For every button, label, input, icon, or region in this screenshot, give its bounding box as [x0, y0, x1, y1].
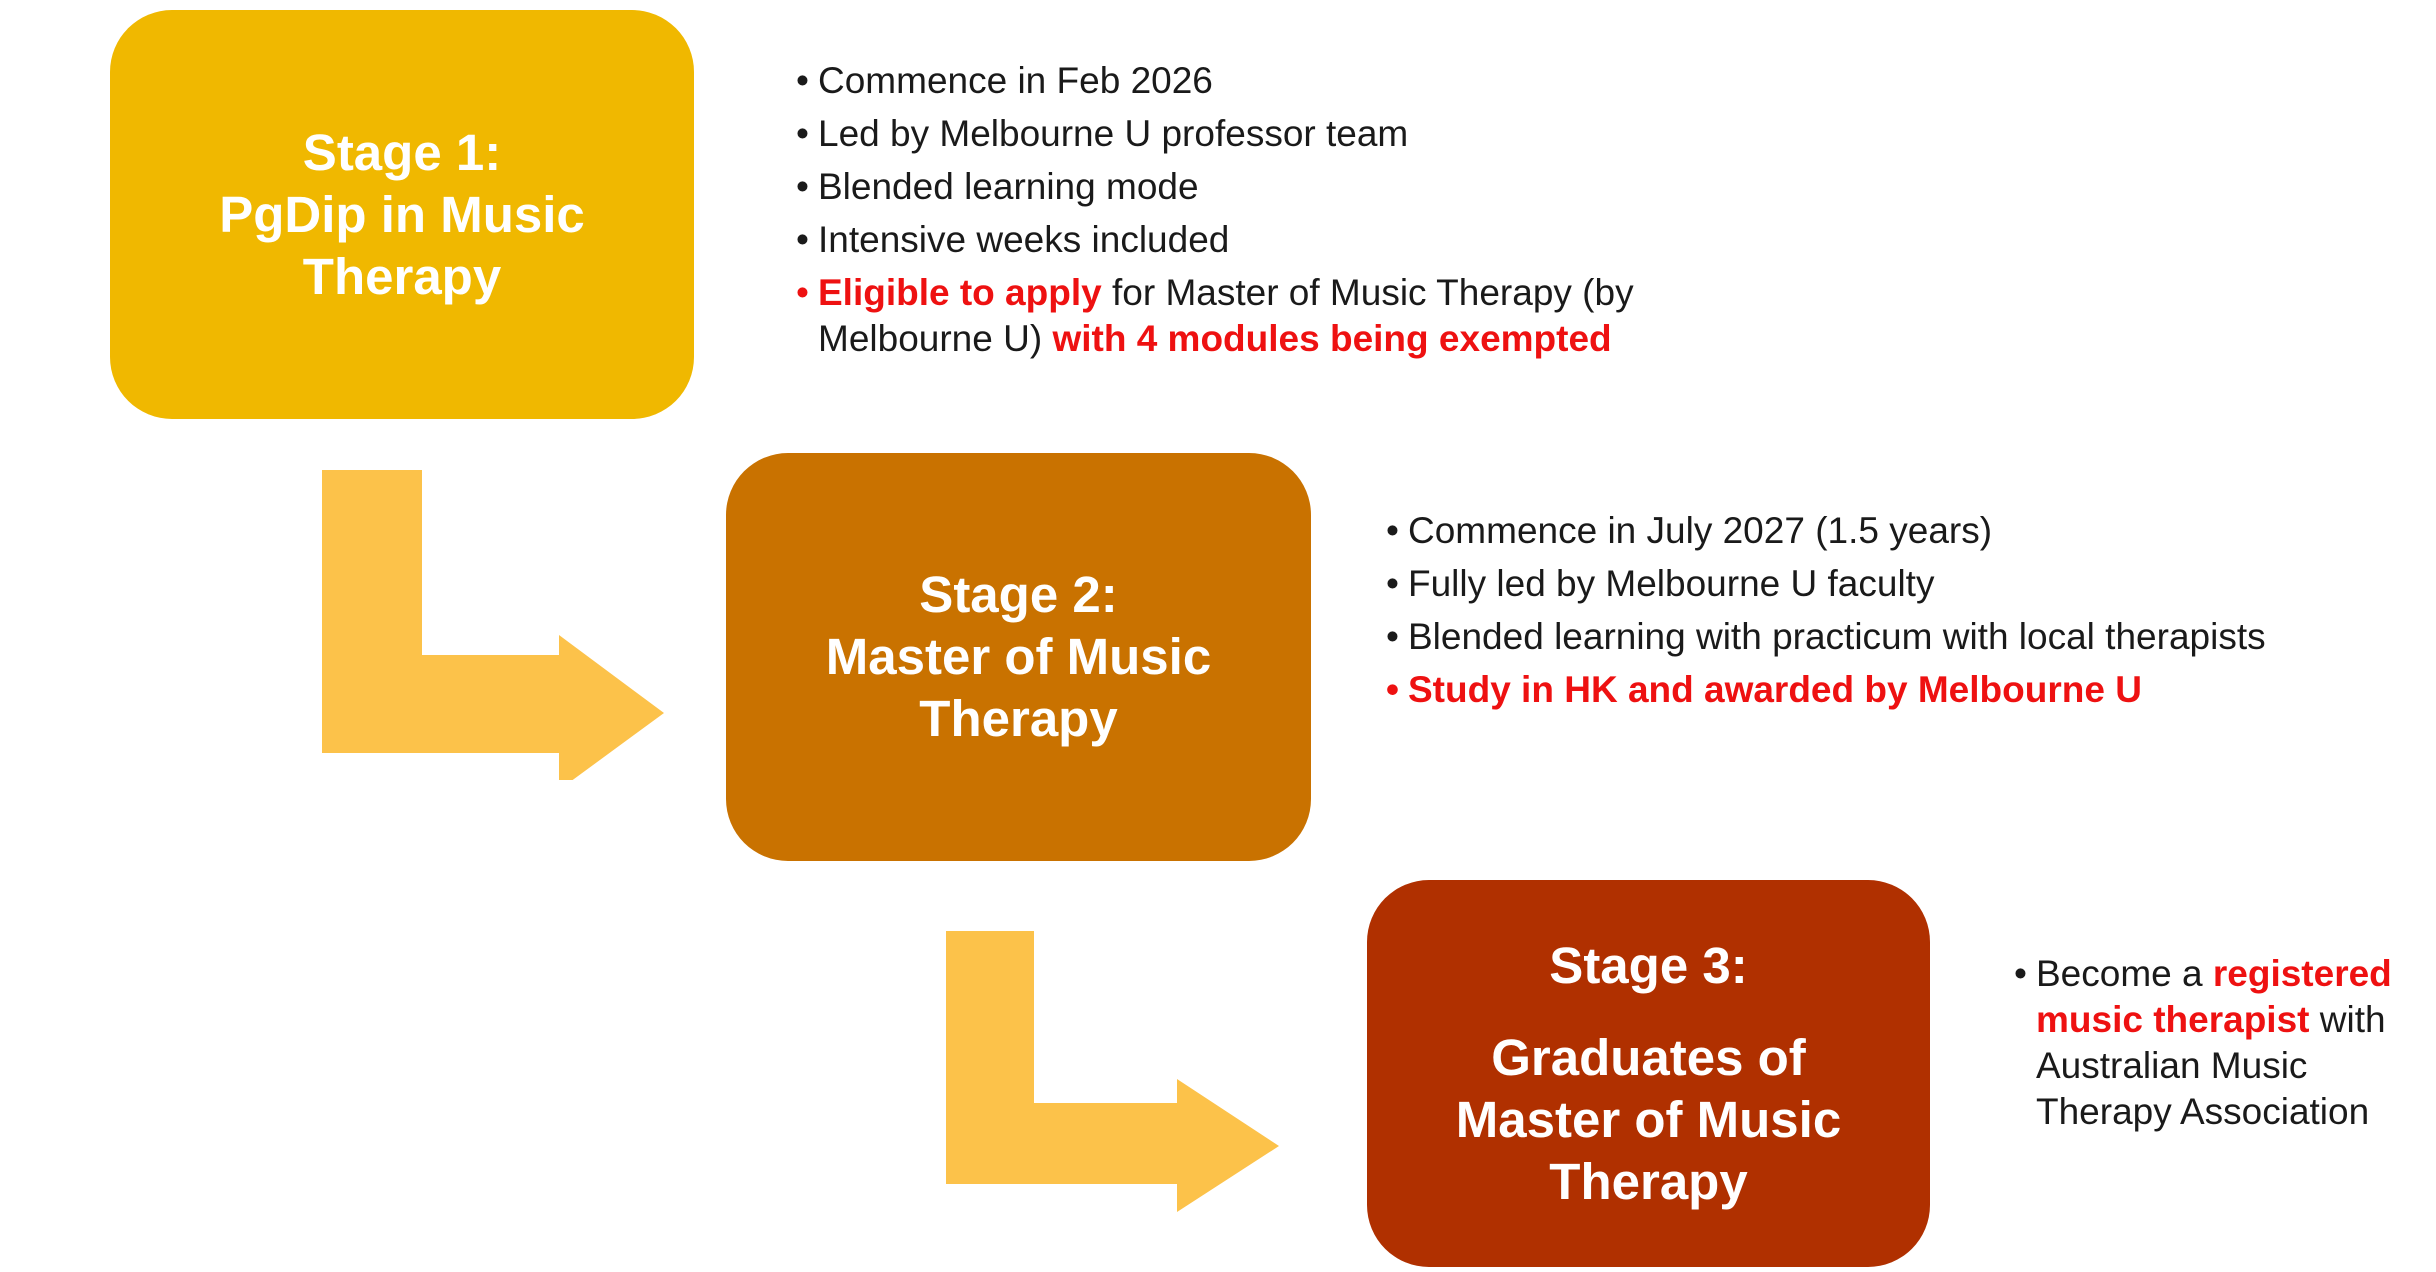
stage-3-title-line-2: Master of Music	[1455, 1090, 1842, 1148]
stage-3-bullet-1-text-a: Become a	[2036, 953, 2213, 994]
stage-3-bullet-list: Become a registered music therapist with…	[2014, 951, 2414, 1142]
stage-2-title-line-2: Therapy	[919, 690, 1118, 747]
stage-2-box: Stage 2: Master of Music Therapy	[726, 453, 1311, 861]
stage-1-bullet-5-highlight-c: with 4 modules being exempted	[1052, 318, 1612, 359]
stage-3-label: Stage 3:	[1549, 936, 1748, 994]
stage-1-bullet-2: Led by Melbourne U professor team	[796, 111, 1736, 157]
stage-1-title-line-1: PgDip in Music	[219, 185, 585, 243]
stage-1-bullet-list: Commence in Feb 2026 Led by Melbourne U …	[796, 58, 1736, 369]
stage-3-title-line-1: Graduates of	[1491, 1028, 1806, 1086]
bent-arrow-stage-2-to-3	[946, 931, 1279, 1212]
stage-2-bullet-list: Commence in July 2027 (1.5 years) Fully …	[1386, 508, 2266, 720]
stage-2-bullet-4: Study in HK and awarded by Melbourne U	[1386, 667, 2266, 713]
stage-2-label: Stage 2:	[919, 566, 1118, 623]
stage-1-bullet-4: Intensive weeks included	[796, 217, 1736, 263]
stage-1-label: Stage 1:	[302, 123, 502, 181]
stage-3-bullet-1-highlight: registered music therapist	[2036, 953, 2392, 1040]
stage-2-bullet-3: Blended learning with practicum with loc…	[1386, 614, 2266, 660]
stage-3-title-line-3: Therapy	[1549, 1152, 1748, 1210]
stage-3-bullet-1-text-c: with Australian Music Therapy Associatio…	[2036, 999, 2386, 1132]
stage-1-bullet-5: Eligible to apply for Master of Music Th…	[796, 270, 1736, 362]
bent-arrow-1-shape	[322, 470, 664, 780]
bent-arrow-stage-1-to-2	[322, 470, 664, 780]
stage-1-title-line-2: Therapy	[302, 247, 502, 305]
bent-arrow-2-shape	[946, 931, 1279, 1212]
stage-1-bullet-3: Blended learning mode	[796, 164, 1736, 210]
stage-3-bullet-1: Become a registered music therapist with…	[2014, 951, 2414, 1135]
stage-1-box: Stage 1: PgDip in Music Therapy	[110, 10, 694, 419]
stage-1-bullet-1: Commence in Feb 2026	[796, 58, 1736, 104]
stage-1-bullet-5-highlight-a: Eligible to apply	[818, 272, 1102, 313]
stage-2-bullet-2: Fully led by Melbourne U faculty	[1386, 561, 2266, 607]
stage-1-bullet-5-text: for Master of Music Therapy (by Melbourn…	[818, 272, 1634, 359]
stage-3-box: Stage 3: Graduates of Master of Music Th…	[1367, 880, 1930, 1267]
stage-2-bullet-1: Commence in July 2027 (1.5 years)	[1386, 508, 2266, 554]
stage-2-title-line-1: Master of Music	[825, 628, 1212, 685]
